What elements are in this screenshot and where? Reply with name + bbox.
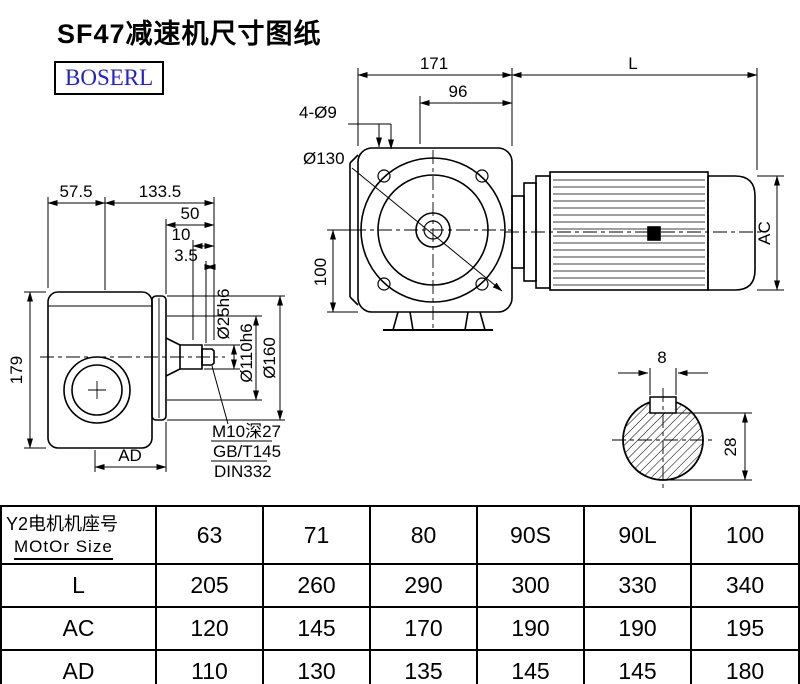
motor-size-label-en: MOtOr Size bbox=[14, 537, 113, 560]
table-cell: 300 bbox=[476, 563, 585, 608]
dim-133-5: 133.5 bbox=[139, 182, 182, 201]
dim-AC: AC bbox=[755, 221, 774, 245]
brand-logo: BOSERL bbox=[54, 61, 165, 95]
note-thread: M10深27 bbox=[212, 422, 281, 441]
table-cell: 120 bbox=[155, 606, 264, 651]
row-label-AC: AC bbox=[0, 606, 157, 651]
frame-size-100: 100 bbox=[690, 505, 800, 565]
dim-d25: Ø25h6 bbox=[214, 288, 233, 339]
note-gb-standard: GB/T145 bbox=[213, 442, 281, 461]
dim-8: 8 bbox=[657, 348, 666, 367]
dim-171: 171 bbox=[420, 54, 448, 73]
table-row-AD: AD 110 130 135 145 145 180 bbox=[0, 649, 800, 684]
table-row-AC: AC 120 145 170 190 190 195 bbox=[0, 606, 800, 651]
motor-fins bbox=[553, 179, 705, 286]
mounting-foot bbox=[391, 311, 414, 331]
dim-28: 28 bbox=[721, 438, 740, 457]
table-cell: 190 bbox=[583, 606, 692, 651]
dim-50: 50 bbox=[181, 204, 200, 223]
motor-nameplate bbox=[647, 226, 661, 241]
bolt-hole bbox=[377, 277, 391, 291]
note-din-standard: DIN332 bbox=[214, 462, 272, 481]
bolt-hole bbox=[475, 169, 489, 183]
output-flange-plate bbox=[151, 295, 167, 421]
dim-d130: Ø130 bbox=[303, 149, 345, 168]
dim-L: L bbox=[628, 54, 637, 73]
table-cell: 290 bbox=[369, 563, 478, 608]
row-label-L: L bbox=[0, 563, 157, 608]
dim-179: 179 bbox=[7, 356, 26, 384]
table-cell: 110 bbox=[155, 649, 264, 684]
bolt-hole bbox=[475, 277, 489, 291]
dim-100: 100 bbox=[311, 258, 330, 286]
table-cell: 145 bbox=[583, 649, 692, 684]
motor-dimensions bbox=[511, 68, 784, 291]
page-title: SF47减速机尺寸图纸 bbox=[57, 19, 322, 49]
front-dimensions bbox=[327, 68, 513, 313]
table-cell: 340 bbox=[690, 563, 800, 608]
technical-drawing: 171 96 4-Ø9 Ø130 100 L AC bbox=[7, 54, 784, 492]
bolt-hole bbox=[377, 169, 391, 183]
gearbox-housing bbox=[47, 291, 153, 449]
shaft-section bbox=[612, 388, 714, 492]
table-row-L: L 205 260 290 300 330 340 bbox=[0, 563, 800, 608]
table-cell: 180 bbox=[690, 649, 800, 684]
table-cell: 190 bbox=[476, 606, 585, 651]
table-cell: 135 bbox=[369, 649, 478, 684]
table-cell: 205 bbox=[155, 563, 264, 608]
motor-size-header-cell: Y2电机机座号 MOtOr Size bbox=[0, 505, 157, 565]
motor-size-label-cn: Y2电机机座号 bbox=[6, 514, 119, 534]
side-dimensions bbox=[24, 197, 285, 472]
dim-4xd9: 4-Ø9 bbox=[299, 103, 337, 122]
shaft-section-dimensions bbox=[618, 368, 752, 481]
dim-57-5: 57.5 bbox=[59, 182, 92, 201]
table-cell: 170 bbox=[369, 606, 478, 651]
dim-d160: Ø160 bbox=[260, 337, 279, 379]
dim-d110: Ø110h6 bbox=[237, 323, 256, 382]
mounting-foot bbox=[464, 311, 487, 331]
motor-body bbox=[549, 171, 709, 291]
table-cell: 330 bbox=[583, 563, 692, 608]
frame-size-80: 80 bbox=[369, 505, 478, 565]
front-view bbox=[349, 147, 513, 332]
table-cell: 130 bbox=[262, 649, 371, 684]
dim-10: 10 bbox=[172, 225, 191, 244]
table-cell: 260 bbox=[262, 563, 371, 608]
side-view bbox=[40, 291, 225, 449]
table-cell: 145 bbox=[262, 606, 371, 651]
table-cell: 195 bbox=[690, 606, 800, 651]
frame-size-90L: 90L bbox=[583, 505, 692, 565]
frame-size-63: 63 bbox=[155, 505, 264, 565]
worm-housing-circle bbox=[71, 364, 123, 416]
frame-size-71: 71 bbox=[262, 505, 371, 565]
dim-AD: AD bbox=[118, 446, 142, 465]
dimension-table: Y2电机机座号 MOtOr Size 63 71 80 90S 90L 100 … bbox=[0, 505, 800, 684]
motor-view bbox=[505, 171, 764, 291]
dim-96: 96 bbox=[449, 82, 468, 101]
table-cell: 145 bbox=[476, 649, 585, 684]
row-label-AD: AD bbox=[0, 649, 157, 684]
dim-3-5: 3.5 bbox=[174, 246, 198, 265]
frame-size-90S: 90S bbox=[476, 505, 585, 565]
table-header-row: Y2电机机座号 MOtOr Size 63 71 80 90S 90L 100 bbox=[0, 505, 800, 565]
fan-cover bbox=[708, 175, 756, 291]
shaft-tip bbox=[201, 348, 215, 366]
